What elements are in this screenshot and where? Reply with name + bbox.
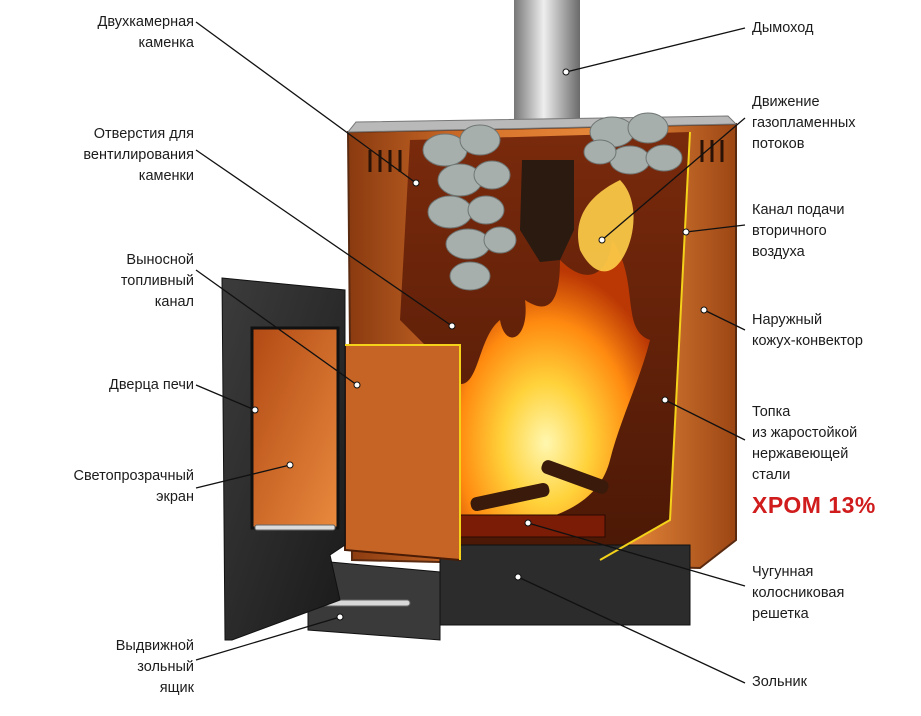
leader-svetoprozrachny (195, 464, 291, 489)
label-svetoprozrachny: Светопрозрачный экран (73, 468, 195, 505)
leader-dverca (195, 384, 256, 411)
leader-otverstiya (195, 149, 453, 327)
sauna-stones (422, 112, 683, 291)
dot-kozhuh (700, 306, 708, 314)
leader-topka (664, 399, 746, 441)
label-otverstiya: Отверстия для вентилирования каменки (83, 126, 194, 184)
flue-channel (520, 160, 574, 262)
dot-kanal (682, 228, 690, 236)
dot-vynosnoy (353, 381, 361, 389)
label-topka: Топка из жаростойкой нержавеющей стали (752, 404, 858, 483)
vent-slots (368, 140, 724, 172)
dot-reshetka (524, 519, 532, 527)
leader-vydvizhnoy (195, 616, 341, 661)
leader-dvizhenie (601, 117, 746, 241)
label-kozhuh: Наружный кожух-конвектор (752, 312, 863, 349)
dot-zolnik (514, 573, 522, 581)
dot-dverca (251, 406, 259, 414)
dot-dvizhenie (598, 236, 606, 244)
burning-logs (470, 460, 609, 512)
brand-label: ХРОМ 13% (752, 492, 876, 518)
flames (442, 240, 650, 530)
label-dvizhenie: Движение газопламенных потоков (752, 94, 856, 152)
dot-topka (661, 396, 669, 404)
leader-zolnik (517, 576, 746, 684)
label-dymohod: Дымоход (752, 20, 814, 36)
dot-dymohod (562, 68, 570, 76)
leader-dymohod (565, 27, 746, 73)
leader-kozhuh (703, 309, 746, 331)
leader-reshetka (527, 522, 746, 587)
leaders-left (195, 21, 456, 661)
label-dvuhkamernaya: Двухкамерная каменка (97, 14, 194, 51)
label-vynosnoy: Выносной топливный канал (120, 252, 194, 310)
leader-kanal (685, 224, 746, 233)
label-vydvizhnoy: Выдвижной зольный ящик (115, 638, 194, 696)
secondary-flame (578, 180, 634, 272)
label-zolnik: Зольник (752, 674, 807, 690)
door-handle (254, 524, 336, 531)
dot-dvuhkamernaya (412, 179, 420, 187)
leader-vynosnoy (195, 269, 358, 386)
dot-vydvizhnoy (336, 613, 344, 621)
dot-svetoprozrachny (286, 461, 294, 469)
label-reshetka: Чугунная колосниковая решетка (752, 564, 845, 622)
label-kanal: Канал подачи вторичного воздуха (752, 202, 845, 260)
leader-dvuhkamernaya (195, 21, 417, 184)
label-dverca: Дверца печи (109, 377, 194, 393)
dot-otverstiya (448, 322, 456, 330)
firebox-outline (345, 131, 691, 561)
leaders-right (514, 27, 746, 684)
